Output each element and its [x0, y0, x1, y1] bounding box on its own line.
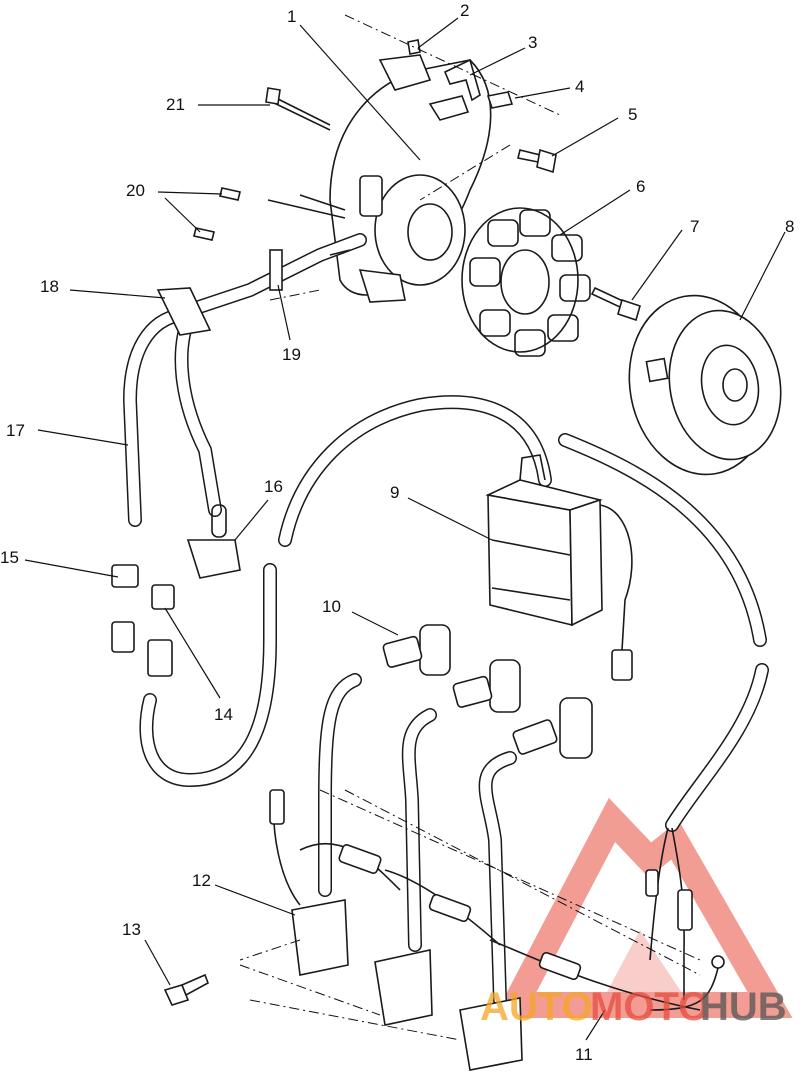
wiring-harness [122, 194, 769, 832]
screw-5 [517, 148, 557, 174]
watermark-text-hub: HUB [700, 985, 787, 1029]
callout-16: 16 [264, 477, 283, 496]
connector-14 [147, 584, 175, 677]
watermark-text-moto: MOTO [590, 985, 709, 1029]
callout-1: 1 [287, 7, 296, 26]
callout-11: 11 [575, 1045, 593, 1064]
screw-21 [265, 87, 331, 131]
callout-7: 7 [690, 217, 699, 236]
harness-clamp-18 [156, 287, 212, 336]
regulator-connector-16 [186, 504, 241, 579]
assembly-lines [239, 14, 701, 1041]
callout-18: 18 [40, 277, 59, 296]
watermark-text-auto: AUTO [480, 985, 593, 1029]
cable-tie-19 [269, 249, 283, 291]
ignition-coils [269, 789, 701, 1071]
callout-13: 13 [122, 920, 141, 939]
callout-6: 6 [636, 177, 645, 196]
coil-bolt-13 [163, 973, 209, 1006]
callout-9: 9 [390, 483, 399, 502]
stator-plate [329, 59, 492, 303]
callout-14: 14 [214, 705, 233, 724]
callout-15: 15 [0, 548, 19, 567]
callout-3: 3 [528, 33, 537, 52]
callout-20: 20 [126, 181, 145, 200]
charging-stator [461, 207, 591, 357]
ht-leads [318, 673, 517, 1007]
callout-12: 12 [192, 871, 211, 890]
flywheel [628, 294, 782, 476]
connector-15 [111, 564, 139, 653]
callout-2: 2 [460, 1, 469, 20]
pickup-coil [378, 39, 514, 121]
screw-7 [590, 286, 641, 322]
callout-8: 8 [785, 217, 794, 236]
callout-17: 17 [6, 421, 25, 440]
callout-10: 10 [322, 597, 341, 616]
sensor-leads-11 [645, 827, 725, 1011]
watermark-logo [493, 797, 793, 1018]
callout-19: 19 [282, 345, 301, 364]
callout-21: 21 [166, 95, 185, 114]
callout-4: 4 [575, 77, 584, 96]
callout-5: 5 [628, 105, 637, 124]
screws-20 [193, 187, 241, 241]
watermark-text: AUTO MOTO HUB [480, 985, 787, 1029]
leader-lines [24, 17, 786, 1041]
spark-plug-caps [382, 624, 593, 759]
cdi-box [485, 454, 633, 681]
